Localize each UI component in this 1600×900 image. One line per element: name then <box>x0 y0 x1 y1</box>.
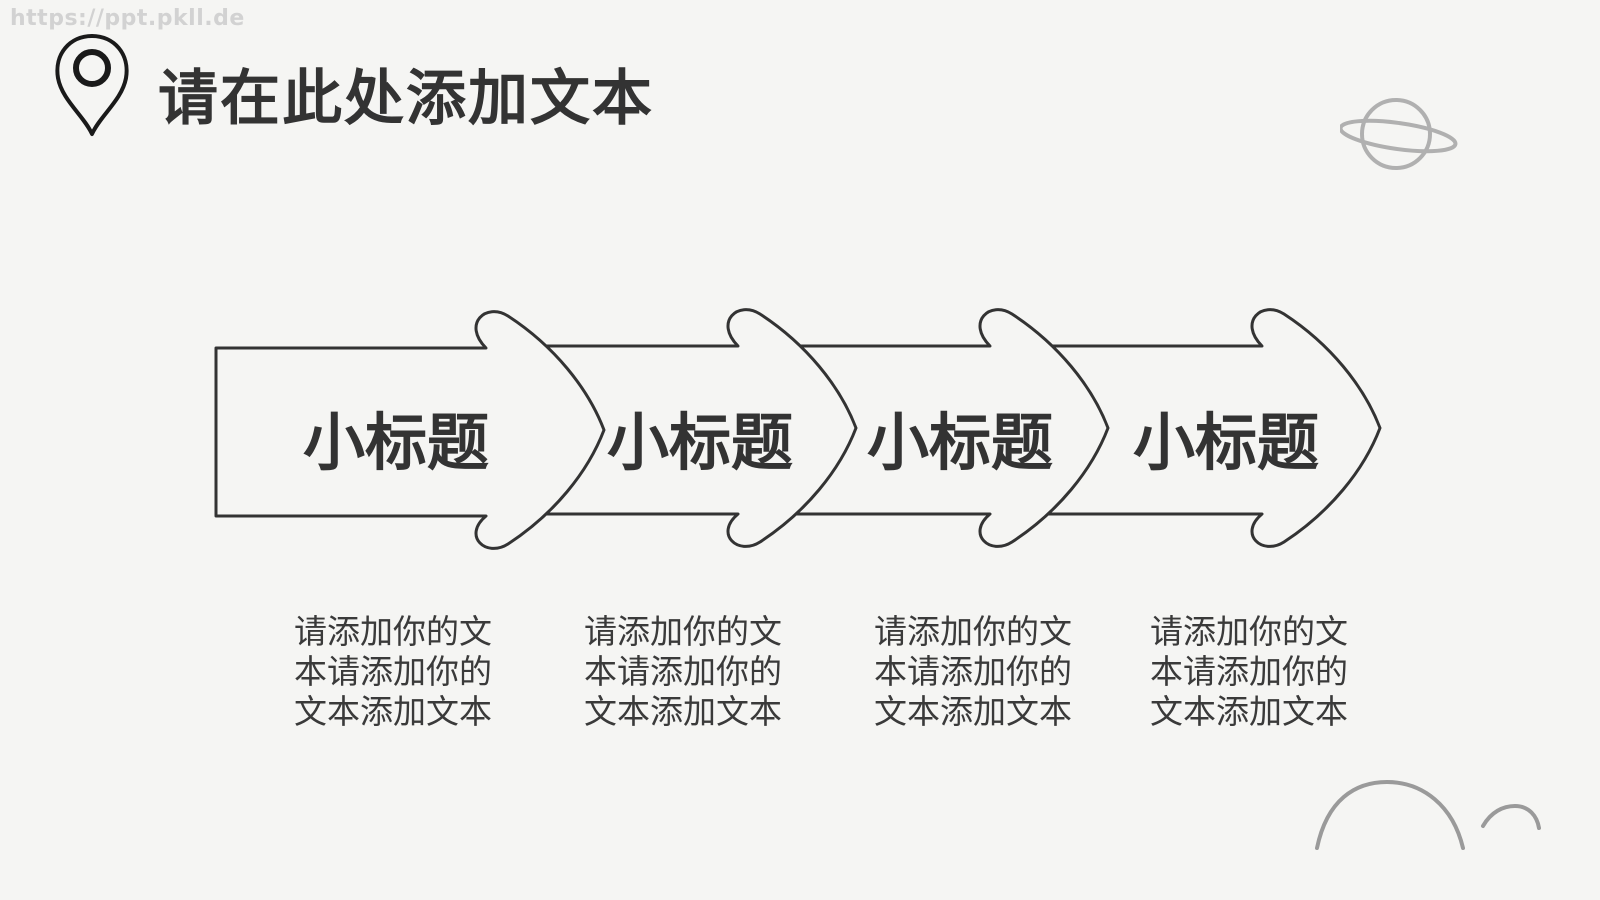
arrow-step-2 <box>506 308 858 548</box>
step-2-title: 小标题 <box>606 406 793 479</box>
step-2-desc: 请添加你的文本请添加你的文本添加文本 <box>584 612 782 731</box>
planet-icon <box>1340 98 1458 170</box>
step-3-desc: 请添加你的文本请添加你的文本添加文本 <box>874 612 1072 731</box>
arrow-step-3 <box>758 308 1110 548</box>
page-title: 请在此处添加文本 <box>158 64 654 134</box>
hills-icon <box>1315 779 1541 850</box>
arrow-step-1 <box>214 310 606 550</box>
step-3-title: 小标题 <box>866 406 1053 479</box>
step-1-title: 小标题 <box>302 406 489 479</box>
map-pin-icon <box>55 34 129 136</box>
step-1-desc: 请添加你的文本请添加你的文本添加文本 <box>294 612 492 731</box>
step-4-desc: 请添加你的文本请添加你的文本添加文本 <box>1150 612 1348 731</box>
watermark-url[interactable]: https://ppt.pkll.de <box>10 6 245 31</box>
step-4-title: 小标题 <box>1132 406 1319 479</box>
arrow-step-4 <box>1008 308 1382 548</box>
